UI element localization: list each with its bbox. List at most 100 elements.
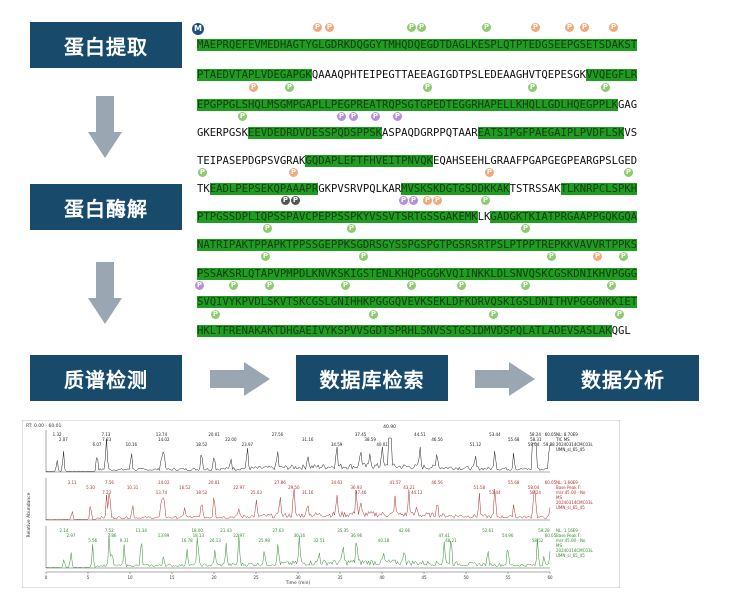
unidentified-segment: LK [477, 211, 491, 223]
chromatogram-trace [45, 534, 551, 568]
modification-site-icon: P [580, 23, 589, 32]
modification-site-icon: P [291, 196, 300, 205]
peak-label: 18.00 [191, 528, 203, 533]
peak-label: 2.07 [59, 437, 68, 442]
peak-label: 7.52 [105, 528, 114, 533]
chart-header: RT: 0.00 - 60.01 [26, 423, 62, 429]
sequence-line: TKEADLPEPSEKQPAAAPRGKPVSRVPQLKARMVSKSKDG… [197, 181, 638, 198]
modification-site-icon: P [521, 281, 530, 290]
peak-label: 16.78 [181, 538, 193, 543]
modification-site-icon: P [624, 168, 633, 177]
peak-label: 7.23 [102, 490, 111, 495]
peak-label: 58.31 [530, 437, 542, 442]
modification-site-icon: P [337, 112, 346, 121]
identified-peptide: EATSIPGFPAEGAIPLPVDFLSK [477, 127, 625, 139]
modification-site-icon: P [265, 281, 274, 290]
peak-label: 35.35 [337, 528, 349, 533]
modification-site-icon: P [407, 281, 416, 290]
peak-label: 58.04 [528, 442, 540, 447]
modification-site-icon: P [285, 83, 294, 92]
modification-site-icon: P [423, 196, 432, 205]
modification-site-icon: P [593, 252, 602, 261]
identified-peptide: VVQEGFLR [586, 69, 638, 81]
modification-site-icon: P [619, 252, 628, 261]
unidentified-segment: GKPVSRVPQLKAR [318, 183, 402, 195]
step-mass-spec: 质谱检测 [30, 355, 182, 401]
x-tick-label: 5 [87, 575, 90, 580]
panel-info: Base Peak F: [556, 533, 581, 538]
step-database-search: 数据库检索 [296, 355, 448, 401]
peak-label: 16.52 [179, 485, 191, 490]
peak-label: 20.01 [208, 432, 220, 437]
modification-site-icon: P [528, 83, 537, 92]
panel-info: 20240314CMC03L [556, 442, 593, 447]
modification-site-icon: P [399, 196, 408, 205]
panel-info: UMN_sl_65_45 [556, 553, 585, 558]
modification-site-icon: P [289, 168, 298, 177]
peak-label: 22.97 [233, 533, 245, 538]
peak-label: 40.01 [376, 442, 388, 447]
step-data-analysis: 数据分析 [547, 355, 699, 401]
unidentified-segment: TK [197, 183, 210, 195]
x-tick-label: 20 [211, 575, 217, 580]
arrow-down-icon [88, 262, 122, 324]
x-tick-label: 10 [127, 575, 133, 580]
peak-label: 58.52 [532, 538, 544, 543]
modification-site-icon: P [615, 310, 624, 319]
peak-label: 31.16 [302, 437, 314, 442]
peak-label: 34.61 [331, 480, 343, 485]
modification-site-icon: P [409, 196, 418, 205]
peak-label: 18.52 [196, 490, 208, 495]
panel-info: UMN_sl_65_45 [556, 447, 585, 452]
peak-label: 60.05 [545, 432, 557, 437]
peak-label: 46.56 [431, 480, 443, 485]
peak-label: 11.34 [136, 528, 148, 533]
peak-label: 58.04 [528, 485, 540, 490]
modification-site-icon: P [325, 23, 334, 32]
modification-site-icon: P [347, 224, 356, 233]
peak-label: 27.86 [274, 480, 286, 485]
modification-site-icon: P [229, 281, 238, 290]
identified-peptide: GQDAPLEFTFHVEITPNVQK [305, 155, 433, 167]
peak-label: 13.74 [156, 432, 168, 437]
panel-info: UMN_sl_65_45 [556, 505, 585, 510]
peak-label: 2.97 [66, 533, 75, 538]
sequence-line: EPGPPGLSHQLMSGMPGAPLLPEGPREATRQPSGTGPEDT… [197, 97, 637, 114]
unidentified-segment: GKERPGSK [197, 127, 249, 139]
unidentified-segment: EQAHSEEHLGRAAFPGAPGEGPEARGPSLGED [433, 155, 638, 167]
identified-peptide: EPGPPGLSHQLMSGMPGAPLLPEGPREATRQPSGTGPEDT… [197, 99, 618, 111]
identified-peptide: PTPGSSDPLIQPSSPAVCPEPPSSPKYVSSVTSRTGSSGA… [197, 211, 478, 223]
panel-info: NL: 1.16E9 [556, 528, 578, 533]
identified-peptide: MVSKSKDGTGSDDKKAK [401, 183, 510, 195]
modification-site-icon: P [481, 196, 490, 205]
panel-info: NL: 8.70E9 [556, 432, 578, 437]
peak-label: 53.44 [489, 490, 501, 495]
modification-site-icon: P [609, 23, 618, 32]
peak-label: 22.00 [225, 437, 237, 442]
peak-label: 10.16 [126, 442, 138, 447]
peak-label: 9.31 [120, 538, 129, 543]
panel-info: MS [556, 495, 562, 500]
peak-label: 54.96 [502, 533, 514, 538]
peak-label: 51.58 [474, 485, 486, 490]
peak-label: 44.51 [414, 432, 426, 437]
peak-label: 14.02 [158, 480, 170, 485]
modification-site-icon: P [261, 252, 270, 261]
peak-label: 5.30 [86, 485, 95, 490]
peak-label: 43.21 [403, 485, 415, 490]
peak-label: 59.88 [543, 442, 555, 447]
peak-label: 52.61 [482, 528, 494, 533]
peak-label: 32.51 [313, 538, 325, 543]
modification-site-icon: P [521, 224, 530, 233]
arrow-down-icon [88, 96, 122, 158]
peak-label: 7.13 [101, 432, 110, 437]
peak-label: 2.14 [60, 528, 69, 533]
sequence-line: TEIPASEPDGPSVGRAKGQDAPLEFTFHVEITPNVQKEQA… [197, 153, 637, 170]
identified-peptide: NATRIPAKTPPAPKTPPSSGEPPKSGDRSGYSSPGSPGTP… [197, 239, 638, 251]
panel-info: 20240314CMC03L [556, 500, 593, 505]
peak-label: 7.23 [102, 437, 111, 442]
peak-label: 37.46 [355, 490, 367, 495]
peak-label: 31.16 [302, 490, 314, 495]
peak-label: 55.68 [508, 480, 520, 485]
x-tick-label: 50 [463, 575, 469, 580]
